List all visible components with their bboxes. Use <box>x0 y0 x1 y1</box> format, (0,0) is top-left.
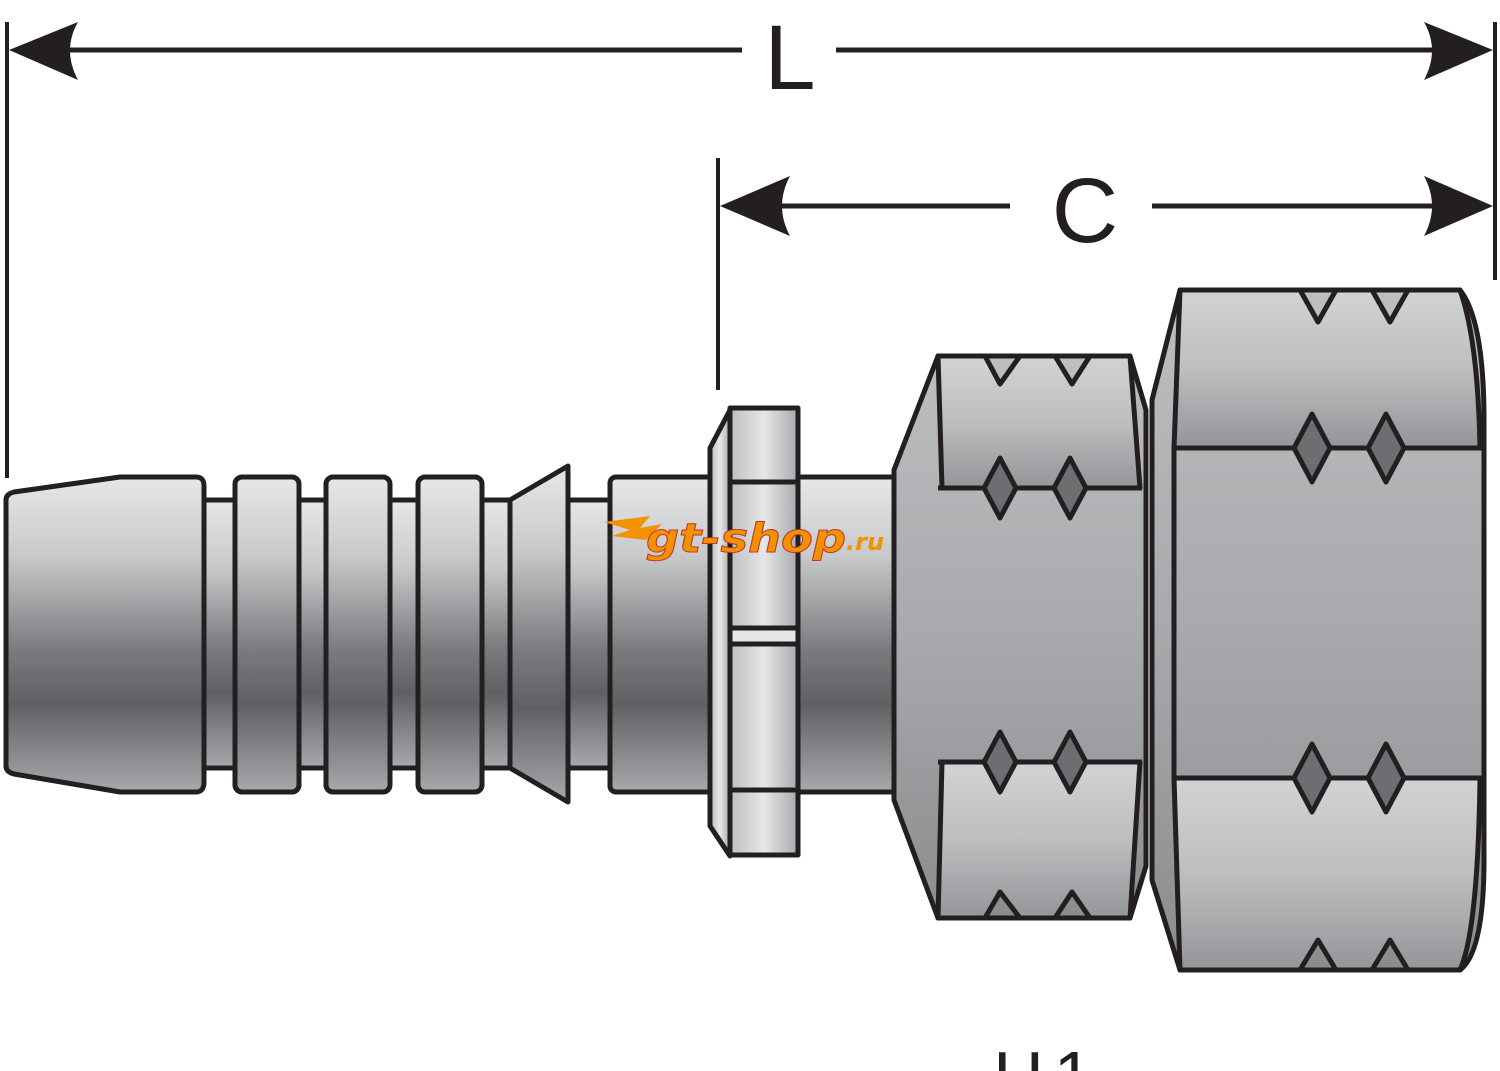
diamond-marker <box>1291 741 1333 815</box>
arrowhead-l-right <box>1424 22 1493 80</box>
watermark-brand: gt-shop <box>646 516 846 562</box>
diamond-marker <box>1051 729 1089 795</box>
part-label: H1 <box>993 1037 1102 1071</box>
small-nut-face-top <box>935 353 1143 491</box>
arrowhead-c-left <box>720 176 790 236</box>
arrowhead-l-left <box>9 22 78 80</box>
diamond-marker <box>1365 741 1407 815</box>
dimension-l <box>5 22 1497 478</box>
dimension-c <box>716 158 1493 390</box>
dimension-label-l: L <box>764 7 815 109</box>
diamond-marker <box>981 729 1019 795</box>
flame-icon <box>604 516 662 540</box>
large-nut-face-top <box>1171 287 1483 451</box>
watermark-suffix: .ru <box>846 528 884 556</box>
watermark-logo: gt-shop .ru <box>604 516 884 563</box>
barb-cone <box>507 463 571 805</box>
hose-tip <box>3 474 207 795</box>
diamond-marker <box>1051 455 1089 521</box>
large-nut-face-bottom <box>1171 775 1483 973</box>
fitting-body <box>3 287 1487 973</box>
diamond-marker <box>1365 411 1407 485</box>
arrowhead-c-right <box>1424 176 1493 236</box>
collar-bevel <box>707 407 733 859</box>
collar-groove <box>727 625 801 647</box>
barb-1 <box>232 474 302 795</box>
diamond-marker <box>1291 411 1333 485</box>
dimension-label-c: C <box>1052 160 1118 262</box>
small-nut-face-bottom <box>935 759 1143 921</box>
barb-3 <box>415 474 485 795</box>
barb-2 <box>323 474 393 795</box>
diamond-marker <box>981 455 1019 521</box>
